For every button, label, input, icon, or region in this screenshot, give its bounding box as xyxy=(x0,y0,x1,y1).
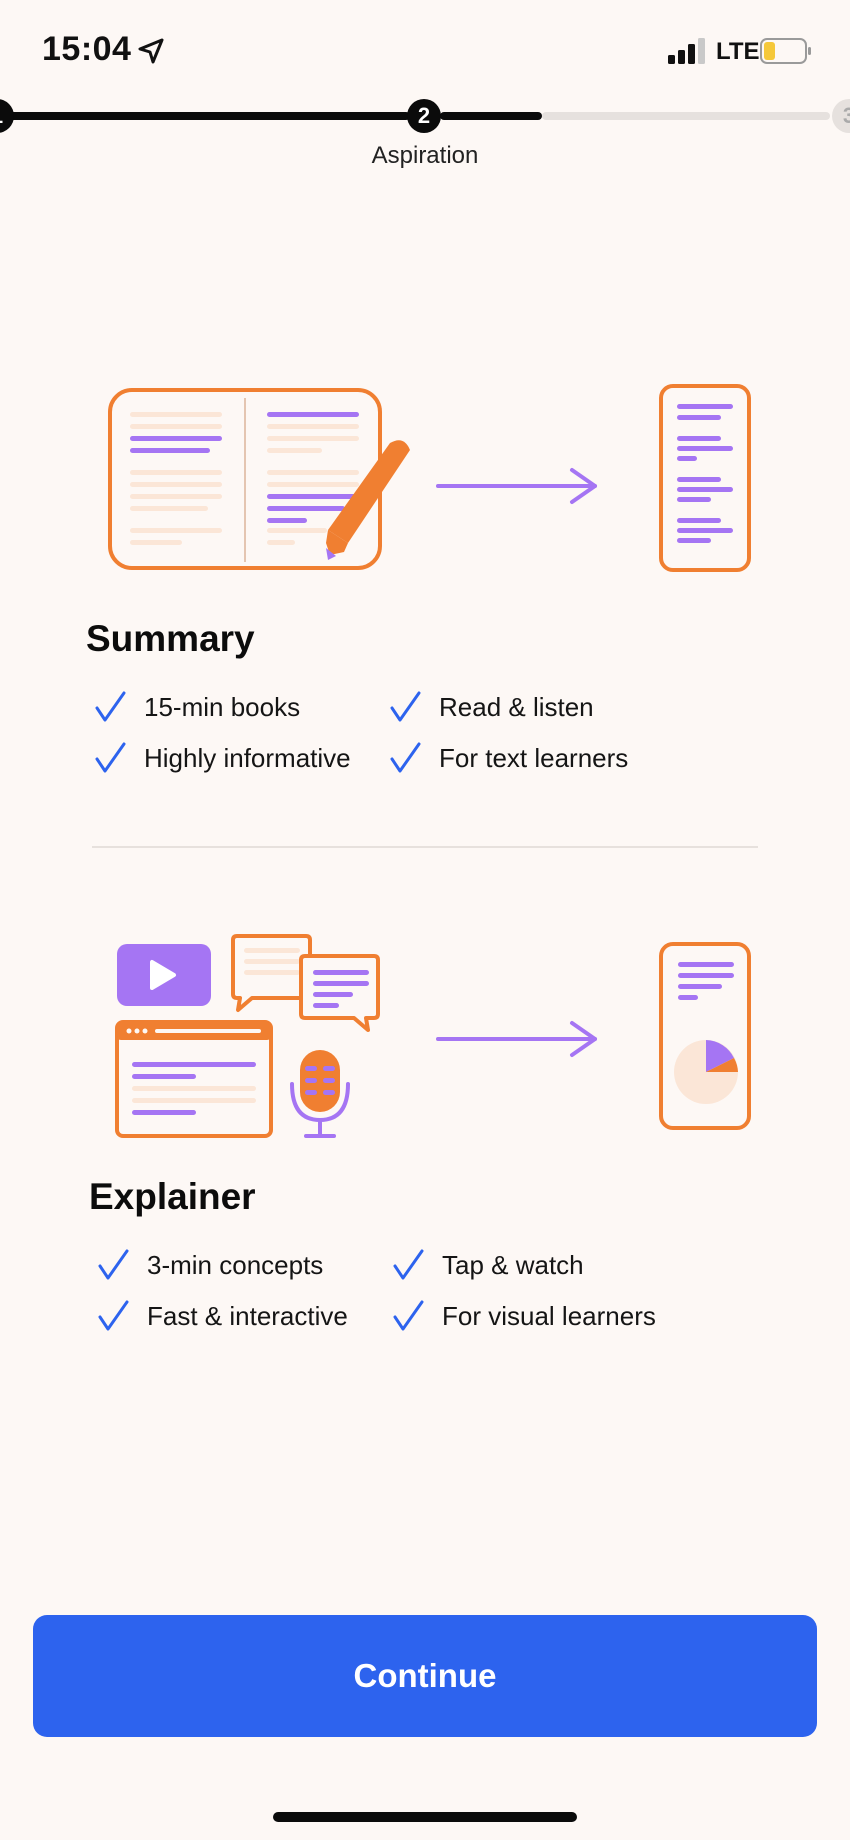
status-bar: 15:04 LTE xyxy=(0,0,850,100)
explainer-title: Explainer xyxy=(89,1176,256,1217)
video-play-icon xyxy=(117,944,211,1006)
chat-bubbles-icon xyxy=(231,934,380,1032)
step-1-dot: 1 xyxy=(0,99,14,133)
open-book-icon xyxy=(108,388,382,570)
feature-label: For text learners xyxy=(439,742,629,773)
feature-label: Highly informative xyxy=(144,742,351,773)
feature-label: For visual learners xyxy=(442,1300,656,1331)
feature-label: Fast & interactive xyxy=(147,1300,348,1331)
step-3-dot: 3 xyxy=(832,99,850,133)
phone-chart-icon xyxy=(659,942,751,1130)
location-arrow-icon xyxy=(138,38,164,64)
battery-icon xyxy=(760,38,811,64)
explainer-illustration xyxy=(115,934,751,1138)
browser-window-icon xyxy=(115,1020,273,1138)
progress-track-remaining xyxy=(542,112,830,120)
explainer-feature-3: Fast & interactive xyxy=(97,1299,348,1333)
check-icon xyxy=(390,691,421,722)
summary-feature-1: 15-min books xyxy=(94,690,300,724)
check-icon xyxy=(393,1249,424,1280)
signal-icon xyxy=(668,38,705,64)
network-label: LTE xyxy=(716,38,760,65)
check-icon xyxy=(95,691,126,722)
progress-track-complete xyxy=(0,112,410,120)
feature-label: 15-min books xyxy=(144,691,301,722)
feature-label: Read & listen xyxy=(439,691,594,722)
summary-feature-2: Read & listen xyxy=(389,690,594,724)
feature-label: Tap & watch xyxy=(442,1249,584,1280)
check-icon xyxy=(390,742,421,773)
highlighter-pen-icon xyxy=(326,440,410,560)
phone-text-icon xyxy=(659,384,751,572)
summary-feature-4: For text learners xyxy=(389,741,628,775)
step-2-dot: 2 xyxy=(407,99,441,133)
explainer-feature-1: 3-min concepts xyxy=(97,1248,323,1282)
feature-label: 3-min concepts xyxy=(147,1249,324,1280)
check-icon xyxy=(98,1300,129,1331)
status-time: 15:04 xyxy=(42,30,132,68)
check-icon xyxy=(393,1300,424,1331)
arrow-right-icon xyxy=(436,468,597,504)
progress-stepper: 1 2 3 Aspiration xyxy=(0,96,850,176)
check-icon xyxy=(98,1249,129,1280)
explainer-feature-2: Tap & watch xyxy=(392,1248,584,1282)
summary-illustration xyxy=(108,384,751,572)
section-divider xyxy=(92,846,758,848)
progress-track-partial xyxy=(440,112,542,120)
microphone-icon xyxy=(290,1050,350,1138)
check-icon xyxy=(95,742,126,773)
summary-feature-3: Highly informative xyxy=(94,741,351,775)
summary-title: Summary xyxy=(86,618,255,659)
explainer-feature-4: For visual learners xyxy=(392,1299,656,1333)
arrow-right-icon xyxy=(436,1021,597,1057)
step-label: Aspiration xyxy=(371,142,479,169)
home-indicator[interactable] xyxy=(273,1812,577,1822)
continue-button[interactable]: Continue xyxy=(33,1615,817,1737)
